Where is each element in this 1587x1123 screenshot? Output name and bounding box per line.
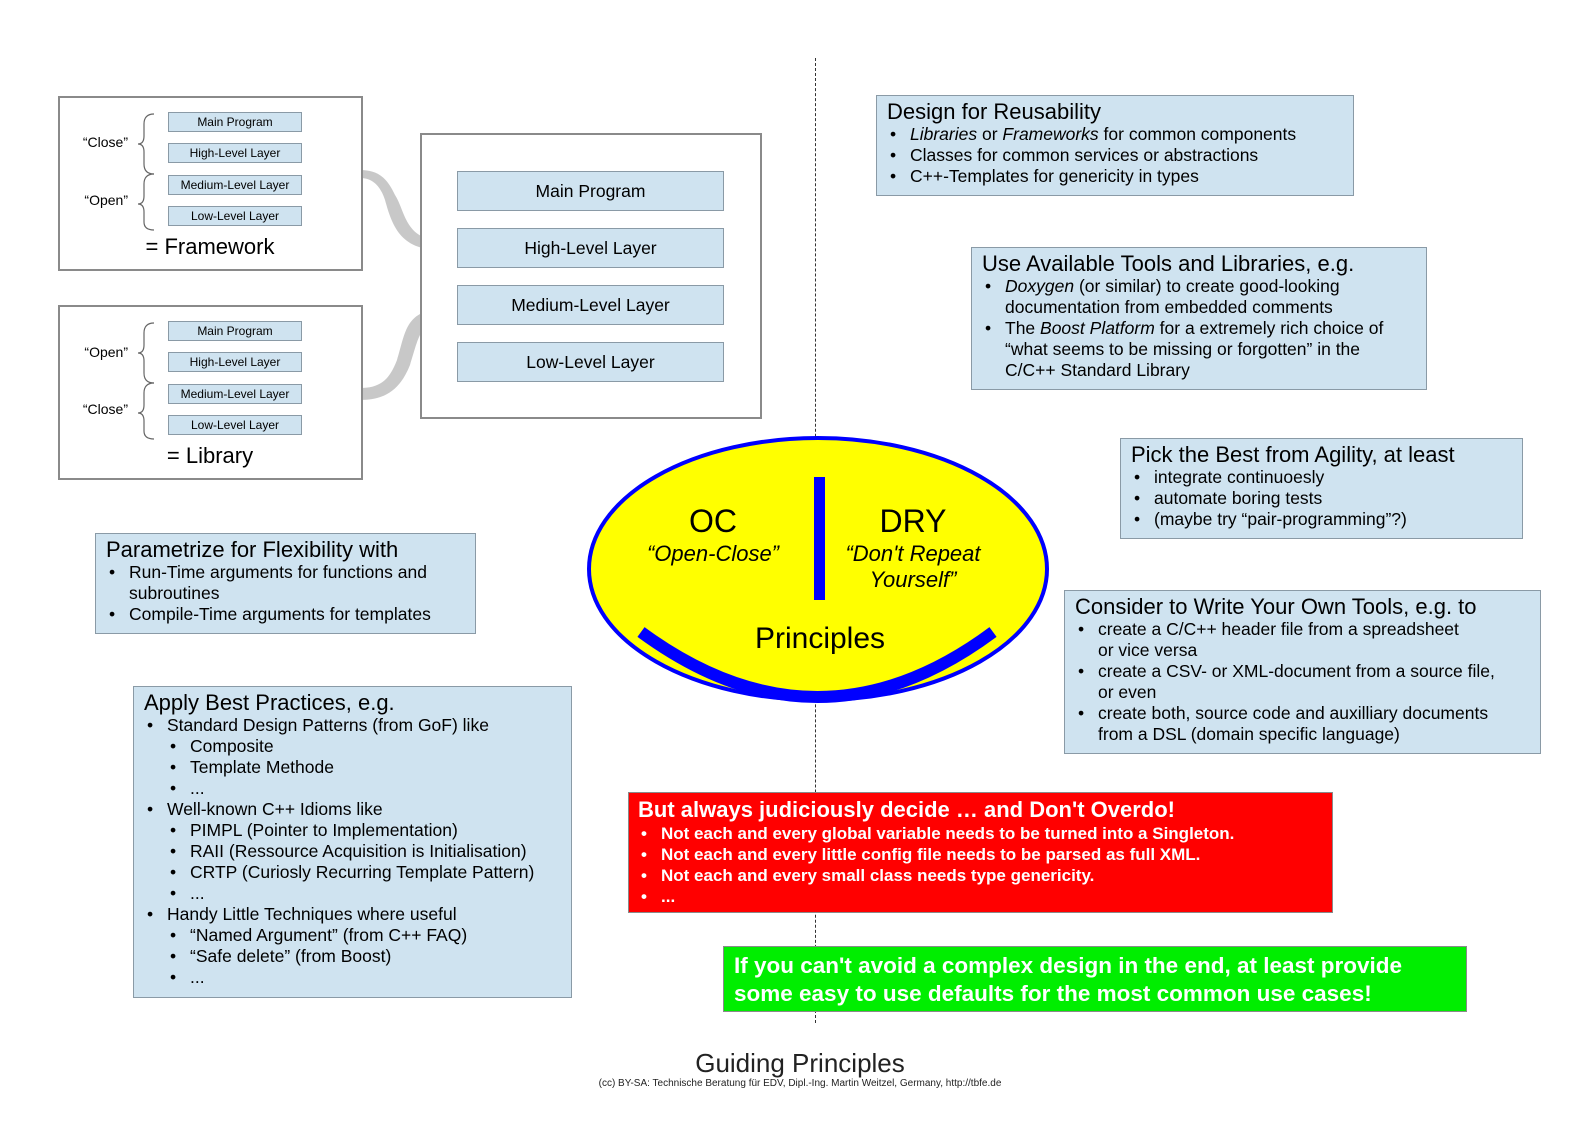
list-item: integrate continuoesly <box>1131 467 1512 488</box>
own-tools-box: Consider to Write Your Own Tools, e.g. t… <box>1064 590 1541 754</box>
library-brace-bottom-label: “Close” <box>82 401 128 417</box>
list-item: Classes for common services or abstracti… <box>887 145 1343 166</box>
framework-layer-main-program: Main Program <box>168 112 302 132</box>
list-item: ... <box>144 883 561 904</box>
list-item: CRTP (Curiosly Recurring Template Patter… <box>144 862 561 883</box>
list-item: C++-Templates for genericity in types <box>887 166 1343 187</box>
framework-layer-low-level: Low-Level Layer <box>168 206 302 226</box>
parametrize-heading: Parametrize for Flexibility with <box>106 537 399 562</box>
easy-defaults-note-box: If you can't avoid a complex design in t… <box>723 946 1467 1012</box>
warning-heading: But always judiciously decide … and Don'… <box>638 797 1175 822</box>
license-credit: (cc) BY-SA: Technische Beratung für EDV,… <box>598 1078 1002 1089</box>
library-brace-top-label: “Open” <box>84 344 128 360</box>
list-item: create a C/C++ header file from a spread… <box>1075 619 1530 661</box>
stack-layer-main-program: Main Program <box>457 171 724 211</box>
principles-label: Principles <box>754 622 886 655</box>
own-tools-heading: Consider to Write Your Own Tools, e.g. t… <box>1075 594 1477 619</box>
principle-dry-subtitle-1: “Don't Repeat <box>845 541 981 566</box>
list-item: “Safe delete” (from Boost) <box>144 946 561 967</box>
list-item: create a CSV- or XML-document from a sou… <box>1075 661 1530 703</box>
framework-layer-high-level: High-Level Layer <box>168 143 302 163</box>
framework-braces <box>137 113 155 231</box>
list-item: ... <box>638 886 1323 907</box>
design-reusability-box: Design for Reusability Libraries or Fram… <box>876 95 1354 196</box>
defaults-note-line-1: If you can't avoid a complex design in t… <box>734 953 1403 978</box>
best-practices-heading: Apply Best Practices, e.g. <box>144 690 395 715</box>
list-item: create both, source code and auxilliary … <box>1075 703 1530 745</box>
principle-dry-subtitle-2: Yourself” <box>869 567 957 592</box>
principle-oc-subtitle: “Open-Close” <box>646 541 780 566</box>
library-layer-high-level: High-Level Layer <box>168 352 302 372</box>
list-item: The Boost Platform for a extremely rich … <box>982 318 1416 381</box>
available-tools-box: Use Available Tools and Libraries, e.g. … <box>971 247 1427 390</box>
list-item: PIMPL (Pointer to Implementation) <box>144 820 561 841</box>
list-item: Not each and every little config file ne… <box>638 844 1323 865</box>
principle-dry-title: DRY <box>879 503 947 539</box>
list-item: Run-Time arguments for functions andsubr… <box>106 562 465 604</box>
library-label: = Library <box>166 443 254 468</box>
principles-smiley <box>587 436 1049 703</box>
stack-layer-high-level: High-Level Layer <box>457 228 724 268</box>
library-layer-main-program: Main Program <box>168 321 302 341</box>
list-item: Not each and every small class needs typ… <box>638 865 1323 886</box>
list-item: Handy Little Techniques where useful <box>144 904 561 925</box>
list-item: Template Methode <box>144 757 561 778</box>
library-layer-medium-level: Medium-Level Layer <box>168 384 302 404</box>
smiley-mouth <box>637 627 997 703</box>
stack-layer-medium-level: Medium-Level Layer <box>457 285 724 325</box>
list-item: ... <box>144 778 561 799</box>
best-practices-box: Apply Best Practices, e.g. Standard Desi… <box>133 686 572 998</box>
list-item: automate boring tests <box>1131 488 1512 509</box>
list-item: Standard Design Patterns (from GoF) like <box>144 715 561 736</box>
list-item: “Named Argument” (from C++ FAQ) <box>144 925 561 946</box>
principle-oc-title: OC <box>689 503 737 539</box>
defaults-note-line-2: some easy to use defaults for the most c… <box>734 981 1372 1006</box>
page-title: Guiding Principles <box>695 1048 905 1078</box>
stack-layer-low-level: Low-Level Layer <box>457 342 724 382</box>
list-item: Composite <box>144 736 561 757</box>
parametrize-box: Parametrize for Flexibility with Run-Tim… <box>95 533 476 634</box>
list-item: ... <box>144 967 561 988</box>
library-braces <box>137 322 155 440</box>
framework-brace-top-label: “Close” <box>82 134 128 150</box>
list-item: (maybe try “pair-programming”?) <box>1131 509 1512 530</box>
list-item: Compile-Time arguments for templates <box>106 604 465 625</box>
framework-brace-bottom-label: “Open” <box>84 192 128 208</box>
library-layer-low-level: Low-Level Layer <box>168 415 302 435</box>
agility-box: Pick the Best from Agility, at least int… <box>1120 438 1523 539</box>
smiley-divider-bar <box>814 477 825 600</box>
list-item: Libraries or Frameworks for common compo… <box>887 124 1343 145</box>
list-item: Doxygen (or similar) to create good-look… <box>982 276 1416 318</box>
available-tools-heading: Use Available Tools and Libraries, e.g. <box>982 251 1355 276</box>
list-item: RAII (Ressource Acquisition is Initialis… <box>144 841 561 862</box>
design-reusability-heading: Design for Reusability <box>887 99 1101 124</box>
framework-label: = Framework <box>145 234 275 259</box>
agility-heading: Pick the Best from Agility, at least <box>1131 442 1455 467</box>
framework-layer-medium-level: Medium-Level Layer <box>168 175 302 195</box>
list-item: Not each and every global variable needs… <box>638 823 1323 844</box>
list-item: Well-known C++ Idioms like <box>144 799 561 820</box>
dont-overdo-warning-box: But always judiciously decide … and Don'… <box>628 792 1333 913</box>
